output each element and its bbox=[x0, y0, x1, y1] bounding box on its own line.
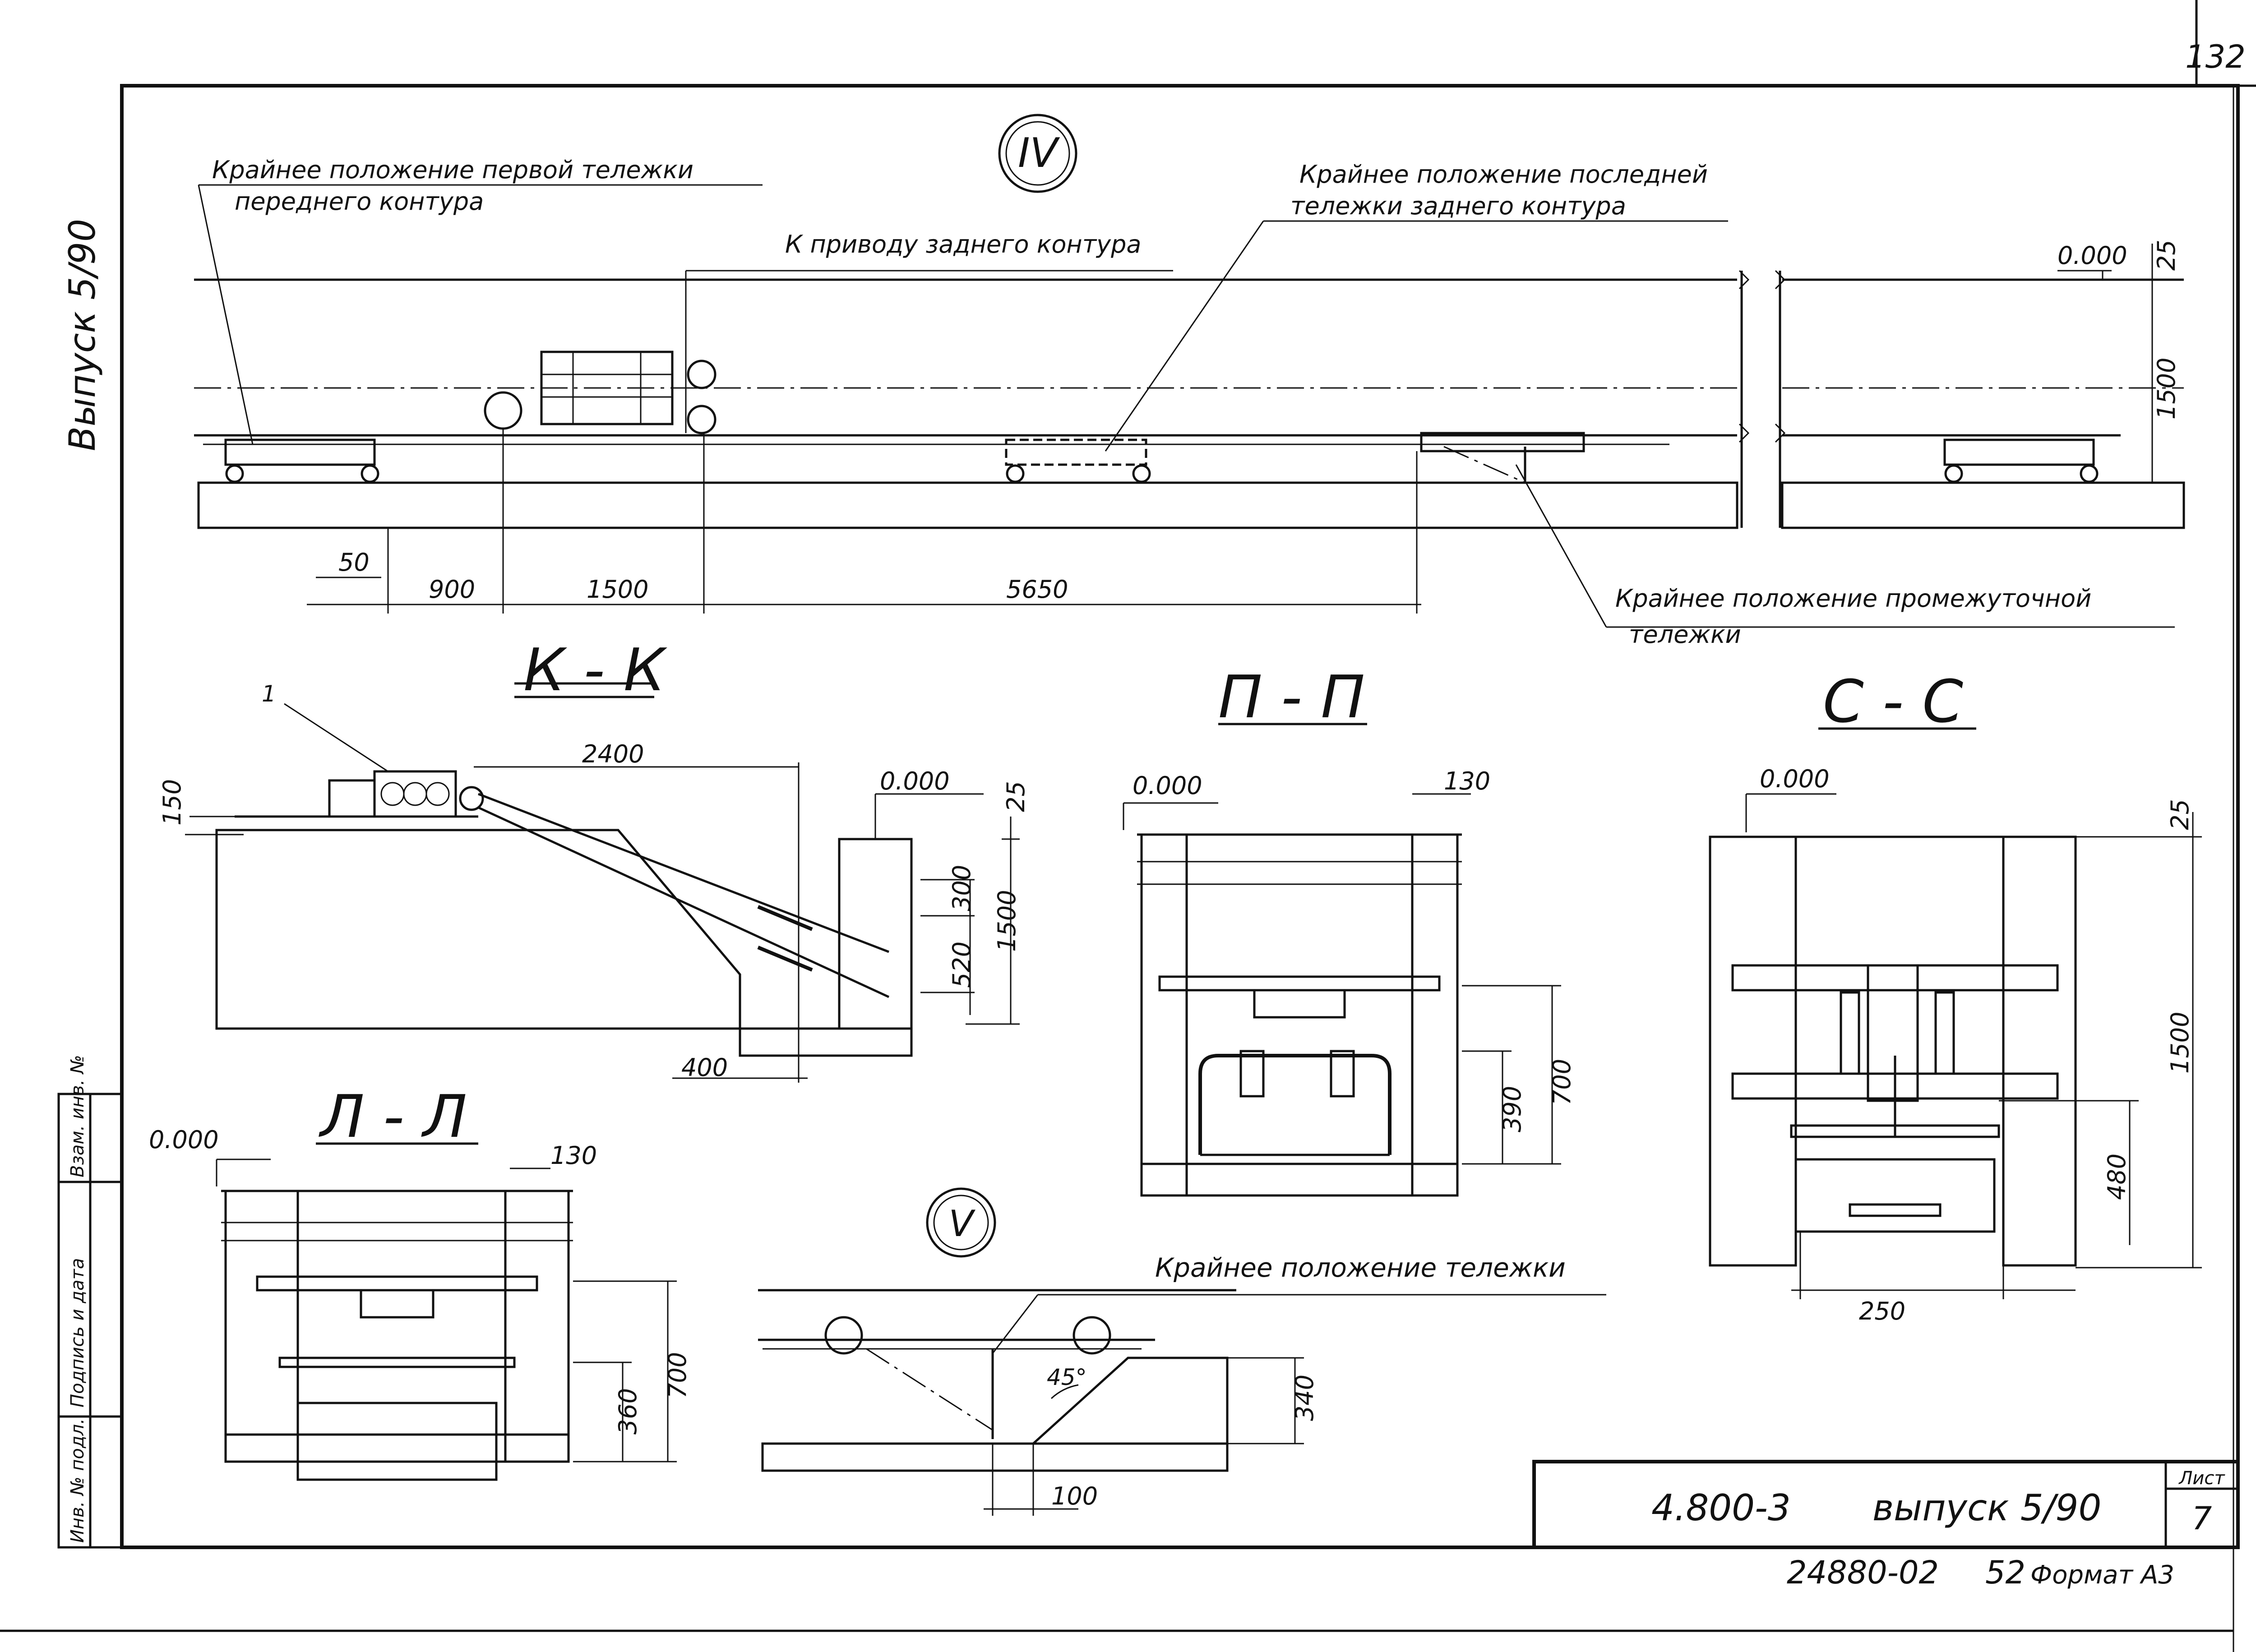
dim-50: 50 bbox=[338, 548, 370, 577]
view-v-drawing bbox=[758, 1187, 1606, 1516]
section-ll-level: 0.000 bbox=[149, 1126, 219, 1154]
section-pp-drawing bbox=[1123, 793, 1561, 1197]
sheet-number: 132 bbox=[2185, 38, 2246, 75]
footer-num: 52 bbox=[1985, 1554, 2025, 1591]
pp-dim-130: 130 bbox=[1444, 767, 1490, 795]
kk-dim-1500: 1500 bbox=[993, 890, 1021, 952]
cc-dim-480: 480 bbox=[2103, 1154, 2131, 1200]
footer-code: 24880-02 bbox=[1787, 1554, 1939, 1591]
v-dim-45: 45° bbox=[1047, 1364, 1087, 1390]
section-ll-drawing bbox=[216, 1158, 677, 1481]
section-kk-title: К - К bbox=[523, 636, 668, 704]
view-v-callout: Крайнее положение тележки bbox=[1155, 1252, 1566, 1283]
kk-dim-150: 150 bbox=[158, 779, 186, 826]
kk-dim-520: 520 bbox=[948, 941, 976, 988]
section-pp-level: 0.000 bbox=[1133, 771, 1202, 800]
side-issue-note: Выпуск 5/90 bbox=[61, 219, 103, 451]
section-kk-drawing bbox=[185, 682, 1020, 1083]
dim-5650: 5650 bbox=[1006, 575, 1068, 604]
stamp-inv-label: Инв. № подл. bbox=[67, 1418, 88, 1543]
cc-dim-1500: 1500 bbox=[2166, 1012, 2194, 1074]
pp-dim-390: 390 bbox=[1498, 1086, 1526, 1132]
view-iv-marker: IV bbox=[1018, 129, 1060, 177]
section-cc-level: 0.000 bbox=[1760, 765, 1830, 793]
v-dim-100: 100 bbox=[1051, 1482, 1098, 1510]
title-block bbox=[1532, 1460, 2240, 1549]
view-v-marker: V bbox=[949, 1203, 976, 1245]
stamp-sign-label: Подпись и дата bbox=[67, 1258, 88, 1407]
ll-dim-130: 130 bbox=[550, 1141, 597, 1170]
dim-1500-top: 1500 bbox=[2152, 358, 2181, 420]
view-iv-drawing bbox=[194, 114, 2185, 628]
section-pp-title: П - П bbox=[1218, 663, 1365, 731]
callout-first-cart-2: переднего контура bbox=[235, 187, 484, 216]
stamp-repl-label: Взам. инв. № bbox=[67, 1055, 88, 1177]
dim-25-top: 25 bbox=[2152, 240, 2181, 271]
v-dim-340: 340 bbox=[1290, 1375, 1319, 1421]
cc-dim-250: 250 bbox=[1859, 1297, 1905, 1325]
footer-format: Формат А3 bbox=[2030, 1560, 2174, 1590]
callout-mid-cart: Крайнее положение промежуточной bbox=[1615, 584, 2091, 613]
cc-dim-25: 25 bbox=[2166, 799, 2194, 830]
section-kk-level: 0.000 bbox=[880, 767, 950, 795]
dim-1500: 1500 bbox=[587, 575, 648, 604]
ll-dim-700: 700 bbox=[663, 1352, 692, 1398]
section-cc-title: С - С bbox=[1823, 667, 1963, 736]
kk-dim-25: 25 bbox=[1002, 781, 1030, 812]
title-issue: выпуск 5/90 bbox=[1872, 1487, 2101, 1529]
section-ll-title: Л - Л bbox=[319, 1082, 467, 1151]
title-sheet-value: 7 bbox=[2192, 1500, 2212, 1537]
title-designation: 4.800-3 bbox=[1651, 1487, 1791, 1529]
callout-last-cart: Крайнее положение последней bbox=[1299, 160, 1708, 189]
view-iv-level: 0.000 bbox=[2057, 241, 2127, 270]
kk-dim-400: 400 bbox=[681, 1053, 728, 1082]
title-sheet-label: Лист bbox=[2178, 1468, 2225, 1489]
callout-mid-cart-2: тележки bbox=[1629, 620, 1741, 649]
stamp-columns bbox=[57, 1093, 123, 1549]
callout-drive: К приводу заднего контура bbox=[785, 230, 1142, 258]
dim-900: 900 bbox=[429, 575, 475, 604]
section-cc-drawing bbox=[1709, 793, 2202, 1299]
ll-dim-360: 360 bbox=[614, 1388, 642, 1435]
kk-dim-300: 300 bbox=[948, 865, 976, 911]
section-kk-callout: 1 bbox=[262, 681, 276, 707]
callout-first-cart: Крайнее положение первой тележки bbox=[212, 156, 693, 184]
callout-last-cart-2: тележки заднего контура bbox=[1290, 192, 1626, 220]
kk-dim-2400: 2400 bbox=[582, 740, 644, 768]
pp-dim-700: 700 bbox=[1548, 1059, 1576, 1105]
